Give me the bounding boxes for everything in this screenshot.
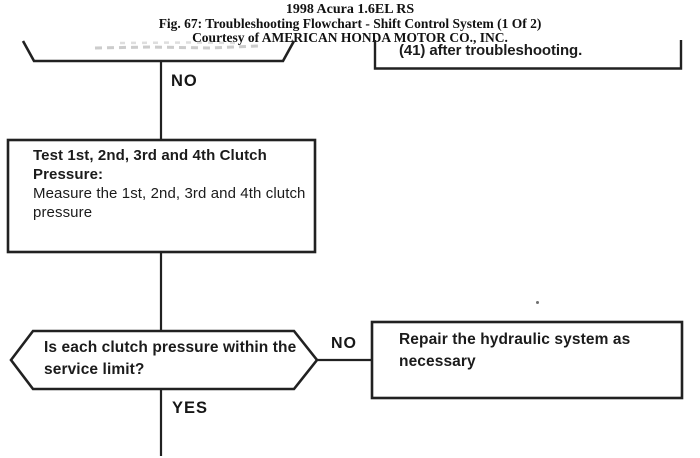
scan-speck <box>536 301 539 304</box>
yes-label: YES <box>172 399 209 417</box>
courtesy-line: Courtesy of AMERICAN HONDA MOTOR CO., IN… <box>192 30 508 45</box>
cropped-text-remnant-2 <box>119 41 241 45</box>
page-title: 1998 Acura 1.6EL RS <box>285 2 415 17</box>
test-box-body: Measure the 1st, 2nd, 3rd and 4th clutch… <box>33 185 306 221</box>
repair-box-text: Repair the hydraulic system as necessary <box>399 331 631 370</box>
no-label-top: NO <box>171 72 198 90</box>
no-label-right: NO <box>331 335 357 352</box>
top-decision-hexagon-partial <box>21 40 296 63</box>
decision-question: Is each clutch pressure within the servi… <box>44 339 297 378</box>
cropped-text-remnant <box>94 44 259 50</box>
top-right-box-partial <box>373 40 683 70</box>
figure-caption: Fig. 67: Troubleshooting Flowchart - Shi… <box>158 16 542 31</box>
test-box-text: Test 1st, 2nd, 3rd and 4th Clutch Pressu… <box>33 146 309 222</box>
top-right-box-text: (41) after troubleshooting. <box>399 42 583 59</box>
test-box-title: Test 1st, 2nd, 3rd and 4th Clutch Pressu… <box>33 147 267 183</box>
repair-process-box <box>370 320 684 400</box>
